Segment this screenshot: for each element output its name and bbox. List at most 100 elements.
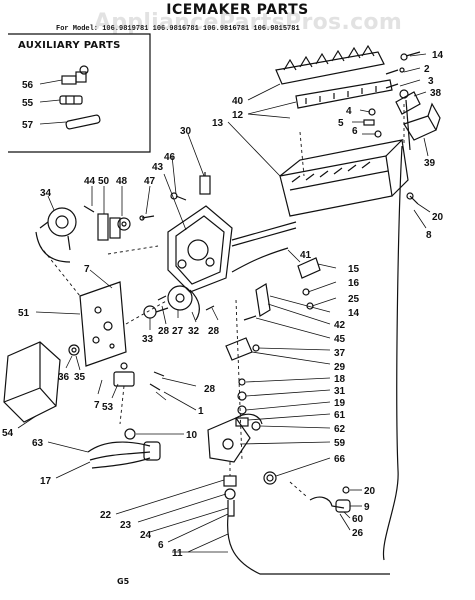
part-10-1-screws [149,371,165,391]
drive-shaft [231,221,297,247]
assembly-guide-lines [39,104,405,497]
part-4-5-6-small [363,108,382,138]
part-39-valve [403,102,441,141]
part-42-45-clips [243,283,271,321]
part-49-50-bracket [97,213,121,241]
callout-44: 44 [84,176,96,187]
water-fill-tube [382,145,403,561]
callout-9-label: 60 [352,514,364,525]
callout-42: 42 [334,320,346,331]
callout-18: 18 [334,374,346,385]
part-47-screw [139,215,155,221]
part-44-screw [83,205,95,213]
callout-37: 37 [334,348,346,359]
aux-part-55 [59,95,83,105]
part-35-36-knob [68,344,80,356]
callout-19: 19 [334,398,346,409]
callout-14: 14 [432,50,444,61]
part-15-16-25-hardware [297,257,321,310]
callout-50: 50 [98,176,110,187]
diagram-title: ICEMAKER PARTS [166,2,309,18]
callout-13: 13 [212,118,224,129]
callout-43: 43 [152,162,164,173]
callout-6: 6 [158,540,164,551]
part-34-motor [35,207,77,263]
callout-16: 16 [348,278,360,289]
callout-65: 9 [364,502,370,513]
callout-15: 15 [348,264,360,275]
callout-26: 10 [186,430,198,441]
callout-41: 41 [300,250,312,261]
part-callouts: 56 55 57 40 12 13 30 46 43 44 50 49 48 4… [2,50,444,559]
part-48-gear [117,217,131,231]
callout-38: 38 [430,88,442,99]
part-65-60-clamp [309,486,351,513]
part-66-nut [263,471,277,485]
callout-31: 31 [334,386,346,397]
callout-54: 54 [2,428,14,439]
callout-66: 66 [334,454,346,465]
part-40-ejector [275,44,385,85]
callout-28: 28 [158,326,170,337]
callout-51: 51 [18,308,30,319]
callout-20: 20 [432,212,444,223]
callout-24: 24 [140,530,152,541]
part-37-29-switch [225,337,260,361]
part-51-mounting-plate [79,281,127,367]
callout-59: 59 [334,438,346,449]
leader-lines [17,53,431,553]
callout-3: 3 [428,76,434,87]
part-22-23-24-fittings [223,475,237,517]
part-53-switch [113,362,135,387]
callout-12: 12 [232,110,244,121]
callout-45: 45 [334,334,346,345]
callout-34: 34 [40,188,52,199]
part-28-screws [157,295,215,311]
callout-62: 62 [334,424,346,435]
callout-60: 26 [352,528,364,539]
callout-36: 36 [58,372,70,383]
callout-22: 22 [100,510,112,521]
part-54-cover [3,341,61,423]
callout-27: 27 [172,326,184,337]
callout-30: 30 [180,126,192,137]
callout-55: 55 [22,98,34,109]
part-13-ice-mold [279,139,409,217]
auxiliary-parts-box [8,33,151,153]
callout-39: 39 [424,158,436,169]
callout-28b: 28 [208,326,220,337]
part-30-thermostat [199,172,211,195]
auxiliary-parts-label: AUXILIARY PARTS [18,40,121,51]
part-41-wire [231,247,289,273]
aux-part-56 [61,65,89,85]
callout-28c: 28 [204,384,216,395]
callout-17: 17 [40,476,52,487]
part-2-3-screws [385,67,405,89]
part-43-motor-housing [167,205,233,293]
callout-5: 5 [338,118,344,129]
callout-20b: 20 [364,486,376,497]
callout-14b: 14 [348,308,360,319]
footer-code: G5 [117,577,130,586]
callout-56: 56 [22,80,34,91]
callout-7b: 7 [94,400,100,411]
callout-2: 2 [424,64,430,75]
callout-35: 35 [74,372,86,383]
callout-8: 8 [426,230,432,241]
callout-25: 25 [348,294,360,305]
callout-40: 40 [232,96,244,107]
part-20-8-screw [406,192,419,205]
part-12-shield [295,79,393,109]
part-38-bracket [395,89,421,115]
callout-23: 23 [120,520,132,531]
part-59-valve-body [207,413,263,463]
callout-33: 33 [142,334,154,345]
callout-11: 11 [172,548,183,559]
part-26-grommet [124,428,136,440]
callout-6b: 6 [352,126,358,137]
callout-10: 1 [198,406,204,417]
part-17-harness [87,441,161,469]
model-numbers: For Model: 106.9819781 106.9816781 106.9… [56,25,300,33]
callout-7: 7 [84,264,90,275]
